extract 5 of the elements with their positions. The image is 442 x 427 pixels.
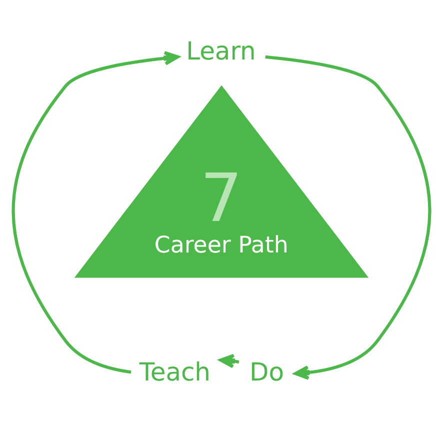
node-text: Teach: [138, 358, 210, 387]
node-text: Learn: [186, 36, 256, 66]
arrow: [264, 55, 431, 380]
node-text: Do: [249, 358, 284, 387]
arrow: [11, 51, 179, 374]
